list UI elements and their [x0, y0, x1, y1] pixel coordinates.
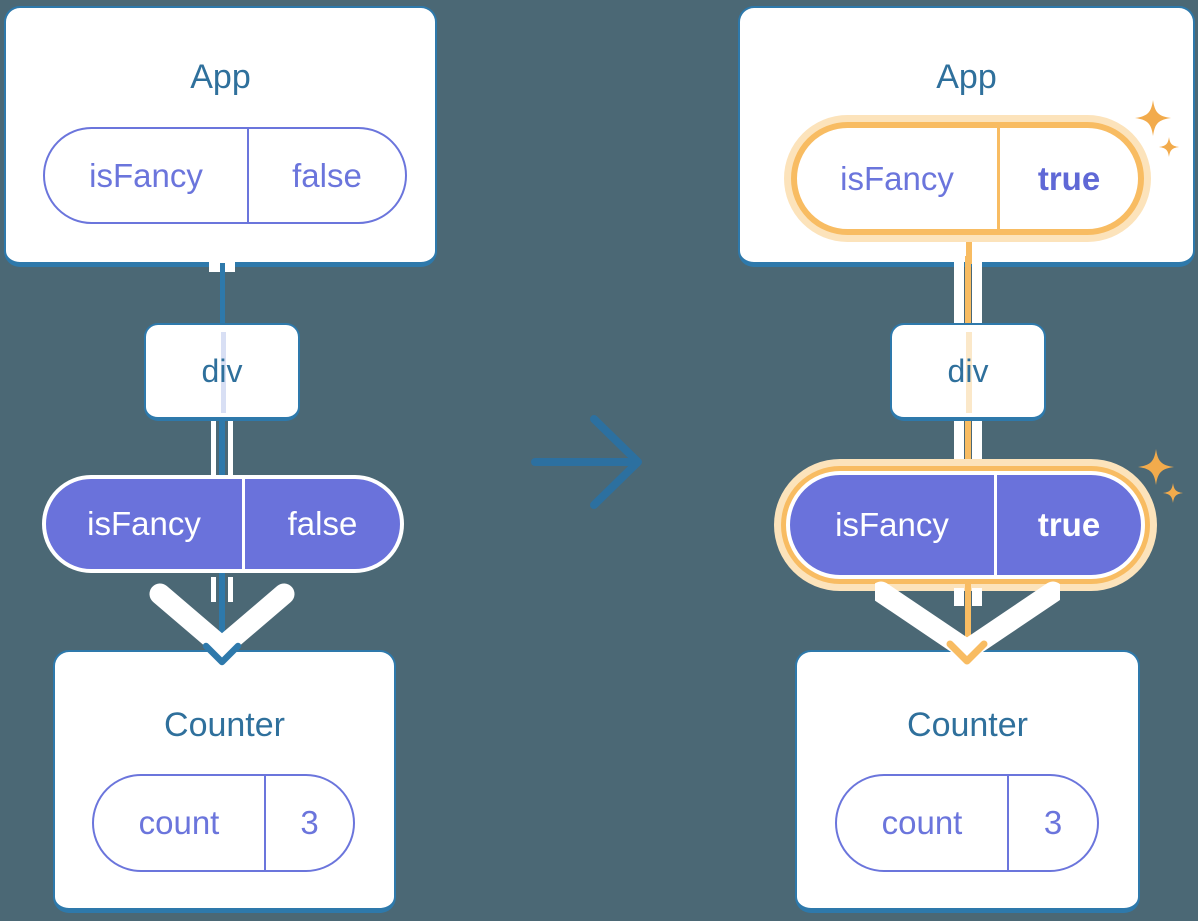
- right-counter-card: Counter count 3: [795, 650, 1140, 913]
- left-edge-app-div: [219, 263, 225, 325]
- chevron-down-arrow-icon: [875, 581, 1060, 665]
- left-counter-state-pill: count 3: [92, 774, 355, 872]
- right-div-card: div: [890, 323, 1046, 421]
- right-prop-edge-white: [953, 421, 964, 463]
- chevron-down-arrow-icon: [149, 583, 295, 666]
- right-prop-edge-white: [971, 421, 982, 463]
- right-app-title: App: [936, 58, 997, 96]
- right-prop-edge-white: [953, 588, 964, 606]
- prop-key: isFancy: [797, 128, 1000, 229]
- right-highlight-stem: [966, 236, 972, 264]
- right-counter-state-pill: count 3: [835, 774, 1099, 872]
- left-app-card: App isFancy false: [4, 6, 437, 267]
- prop-value: false: [287, 505, 358, 542]
- left-tree-edge-blue: [219, 573, 225, 657]
- right-highlight-edge-orange: [964, 582, 971, 657]
- prop-key: isFancy: [790, 475, 997, 575]
- state-value: 3: [300, 804, 319, 841]
- right-app-card: App isFancy true: [738, 6, 1195, 267]
- state-value: 3: [1043, 804, 1063, 841]
- right-highlight-edge-orange: [964, 256, 971, 323]
- prop-value: false: [292, 156, 362, 194]
- right-highlight-edge-orange: [964, 421, 971, 466]
- sparkle-icon: [1135, 100, 1179, 157]
- prop-value: true: [1037, 506, 1101, 543]
- right-app-prop-pill-highlighted: isFancy true: [791, 122, 1144, 235]
- prop-key: isFancy: [46, 479, 245, 569]
- left-prop-edge-white: [211, 577, 216, 602]
- right-div-label: div: [947, 352, 989, 389]
- right-prop-edge-white: [971, 261, 982, 323]
- left-prop-edge-white: [211, 421, 216, 477]
- left-passed-prop-pill: isFancy false: [42, 475, 404, 573]
- right-prop-edge-white: [971, 588, 982, 606]
- state-key: count: [94, 776, 266, 870]
- left-prop-edge-white: [228, 577, 233, 602]
- sparkle-icon: [1138, 449, 1183, 503]
- left-counter-title: Counter: [164, 706, 285, 744]
- prop-value: true: [1037, 159, 1101, 197]
- left-div-label: div: [201, 352, 243, 389]
- right-prop-edge-white: [953, 261, 964, 323]
- right-prop-trace-through-div: [965, 332, 972, 413]
- left-app-prop-pill: isFancy false: [43, 127, 407, 224]
- left-app-title: App: [190, 58, 251, 96]
- left-prop-edge-white: [228, 421, 233, 477]
- right-passed-prop-pill-highlighted: isFancy true: [786, 471, 1145, 579]
- right-counter-title: Counter: [907, 706, 1028, 744]
- left-prop-trace-through-div: [220, 332, 226, 413]
- left-counter-card: Counter count 3: [53, 650, 396, 913]
- state-key: count: [837, 776, 1009, 870]
- left-tree-edge-blue: [219, 421, 225, 477]
- right-arrow-icon: [531, 415, 642, 509]
- left-div-card: div: [144, 323, 300, 421]
- prop-key: isFancy: [45, 129, 249, 222]
